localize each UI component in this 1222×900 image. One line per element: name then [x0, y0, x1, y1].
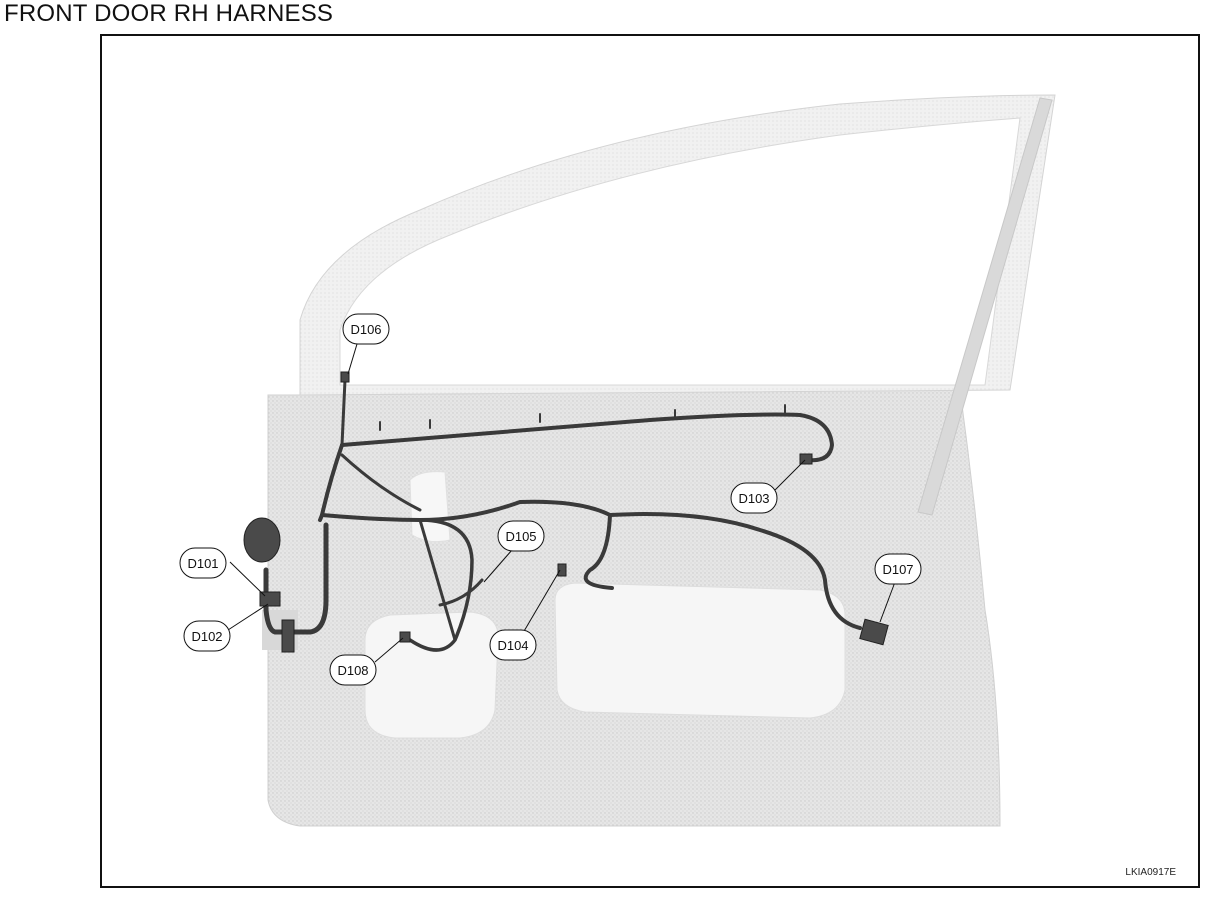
svg-text:D105: D105 [505, 529, 536, 544]
svg-text:D102: D102 [191, 629, 222, 644]
d106-body [340, 371, 350, 383]
callout-d106: D106 [342, 313, 390, 345]
svg-text:D103: D103 [738, 491, 769, 506]
callout-d108: D108 [329, 654, 377, 686]
callout-d102: D102 [183, 620, 231, 652]
mirror-connector-grommet [243, 517, 281, 563]
door-panel [262, 94, 1056, 827]
callout-d101: D101 [179, 547, 227, 579]
d107-body [859, 618, 889, 646]
svg-text:D104: D104 [497, 638, 528, 653]
callout-d103: D103 [730, 482, 778, 514]
diagram-title: FRONT DOOR RH HARNESS [4, 0, 334, 27]
d102-body [281, 619, 295, 653]
d104-body [557, 563, 567, 577]
leader-lines [227, 343, 896, 663]
svg-text:D107: D107 [882, 562, 913, 577]
svg-text:D106: D106 [350, 322, 381, 337]
connector-callouts: D106 D101 D102 D103 D105 D104 D107 D108 [179, 313, 922, 686]
connector-bodies [243, 371, 889, 653]
svg-text:D101: D101 [187, 556, 218, 571]
d108-body [399, 631, 411, 643]
callout-d104: D104 [489, 629, 537, 661]
callout-d105: D105 [497, 520, 545, 552]
callout-d107: D107 [874, 553, 922, 585]
figure-code: LKIA0917E [1125, 867, 1176, 878]
svg-text:D108: D108 [337, 663, 368, 678]
d103-body [799, 453, 813, 465]
